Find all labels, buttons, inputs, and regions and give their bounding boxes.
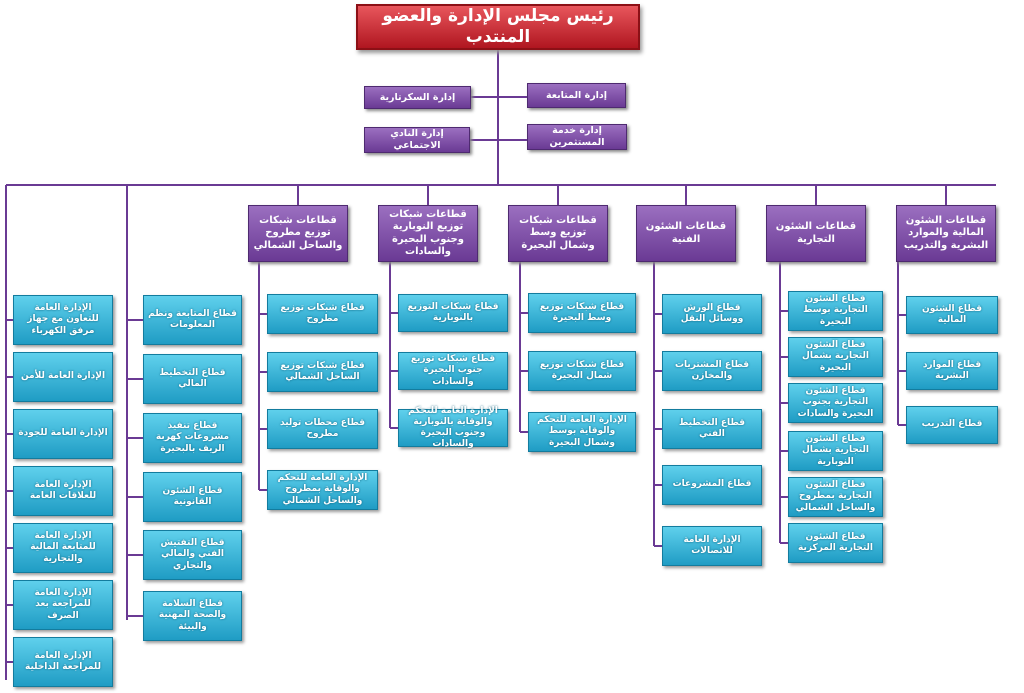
column-a-unit[interactable]: قطاع التفتيش الفني والمالي والتجاري (143, 530, 242, 580)
sector-2-unit[interactable]: قطاع الشئون التجارية بشمال البحيرة (788, 337, 883, 377)
sector-2-unit[interactable]: قطاع الشئون التجارية بجنوب البحيرة والسا… (788, 383, 883, 423)
column-b-unit[interactable]: الإدارة العامة للجودة (13, 409, 113, 459)
column-a-unit[interactable]: قطاع السلامة والصحة المهنية والبيئة (143, 591, 242, 641)
column-b-unit[interactable]: الإدارة العامة للعلاقات العامة (13, 466, 113, 516)
sector-2-unit[interactable]: قطاع الشئون التجارية بمطروح والساحل الشم… (788, 477, 883, 517)
sector-3-unit[interactable]: قطاع الورش ووسائل النقل (662, 294, 762, 334)
chairman-box[interactable]: رئيس مجلس الإدارة والعضو المنتدب (356, 4, 640, 50)
sector-1-unit[interactable]: قطاع الموارد البشرية (906, 352, 998, 390)
sector-6-unit[interactable]: قطاع شبكات توزيع الساحل الشمالي (267, 352, 378, 392)
column-a-unit[interactable]: قطاع المتابعة ونظم المعلومات (143, 295, 242, 345)
column-b-unit[interactable]: الإدارة العامة للتعاون مع جهاز مرفق الكه… (13, 295, 113, 345)
sector-4-unit[interactable]: قطاع شبكات توزيع شمال البحيرة (528, 351, 636, 391)
sector-3-unit[interactable]: قطاع التخطيط الفني (662, 409, 762, 449)
column-a-unit[interactable]: قطاع الشئون القانونية (143, 472, 242, 522)
sector-1[interactable]: قطاعات الشئون المالية والموارد البشرية و… (896, 205, 996, 262)
sector-1-unit[interactable]: قطاع التدريب (906, 406, 998, 444)
sector-2-unit[interactable]: قطاع الشئون التجارية بشمال النوبارية (788, 431, 883, 471)
sector-5[interactable]: قطاعات شبكات توزيع النوبارية وجنوب البحي… (378, 205, 478, 262)
sector-5-unit[interactable]: الإدارة العامة للتحكم والوقاية بالنوباري… (398, 406, 508, 449)
dept-customer-service[interactable]: إدارة خدمة المستثمرين (527, 124, 627, 150)
column-b-unit[interactable]: الإدارة العامة للمراجعة الداخلية (13, 637, 113, 687)
sector-3-unit[interactable]: قطاع المشروعات (662, 465, 762, 505)
sector-1-unit[interactable]: قطاع الشئون المالية (906, 296, 998, 334)
column-a-unit[interactable]: قطاع التخطيط المالي (143, 354, 242, 404)
sector-6[interactable]: قطاعات شبكات توزيع مطروح والساحل الشمالي (248, 205, 348, 262)
column-b-unit[interactable]: الإدارة العامة للمراجعة بعد الصرف (13, 580, 113, 630)
sector-2-unit[interactable]: قطاع الشئون التجارية المركزية (788, 523, 883, 563)
sector-6-unit[interactable]: الإدارة العامة للتحكم والوقاية بمطروح وا… (267, 470, 378, 510)
sector-5-unit[interactable]: قطاع شبكات توزيع جنوب البحيرة والسادات (398, 352, 508, 390)
sector-3-unit[interactable]: الإدارة العامة للاتصالات (662, 526, 762, 566)
sector-4-unit[interactable]: الإدارة العامة للتحكم والوقاية بوسط وشما… (528, 412, 636, 452)
column-a-unit[interactable]: قطاع تنفيذ مشروعات كهربة الريف بالبحيرة (143, 413, 242, 463)
sector-3[interactable]: قطاعات الشئون الفنية (636, 205, 736, 262)
column-b-unit[interactable]: الإدارة العامة للأمن (13, 352, 113, 402)
sector-6-unit[interactable]: قطاع شبكات توزيع مطروح (267, 294, 378, 334)
sector-4-unit[interactable]: قطاع شبكات توزيع وسط البحيرة (528, 293, 636, 333)
sector-2-unit[interactable]: قطاع الشئون التجارية بوسط البحيرة (788, 291, 883, 331)
sector-5-unit[interactable]: قطاع شبكات التوزيع بالنوبارية (398, 294, 508, 332)
sector-4[interactable]: قطاعات شبكات توزيع وسط وشمال البحيرة (508, 205, 608, 262)
dept-secretariat[interactable]: إدارة السكرتارية (364, 86, 471, 109)
sector-6-unit[interactable]: قطاع محطات توليد مطروح (267, 409, 378, 449)
sector-2[interactable]: قطاعات الشئون التجارية (766, 205, 866, 262)
sector-3-unit[interactable]: قطاع المشتريات والمخازن (662, 351, 762, 391)
column-b-unit[interactable]: الإدارة العامة للمتابعة المالية والتجاري… (13, 523, 113, 573)
dept-followup[interactable]: إدارة المتابعة (527, 83, 626, 108)
dept-social-club[interactable]: إدارة النادي الاجتماعي (364, 127, 470, 153)
